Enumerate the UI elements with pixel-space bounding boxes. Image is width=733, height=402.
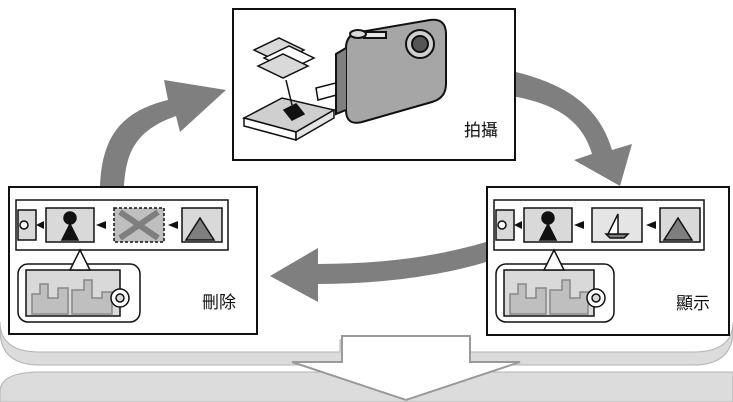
delete-label: 刪除	[202, 293, 236, 313]
film-arrows	[514, 221, 656, 229]
display-panel: 顯示	[486, 186, 730, 336]
camera-and-card-illustration	[241, 18, 447, 142]
display-label: 顯示	[676, 294, 710, 314]
display-illustration	[493, 199, 705, 323]
arrow-display-to-delete	[270, 242, 486, 302]
film-strip	[15, 199, 229, 251]
device-icon	[17, 248, 141, 323]
delete-panel: 刪除	[8, 186, 258, 335]
arrow-shoot-to-display	[512, 72, 632, 186]
down-arrow-outline	[291, 335, 521, 402]
film-strip	[493, 199, 705, 251]
delete-illustration	[15, 199, 229, 323]
arrow-delete-to-shoot	[100, 80, 226, 186]
photo-stack-icon	[252, 37, 316, 79]
device-icon	[495, 248, 615, 323]
film-arrows	[36, 221, 178, 229]
camera-icon	[335, 18, 447, 124]
shoot-label: 拍攝	[464, 121, 498, 141]
shoot-panel: 拍攝	[232, 8, 516, 161]
memory-card-icon	[241, 79, 337, 142]
